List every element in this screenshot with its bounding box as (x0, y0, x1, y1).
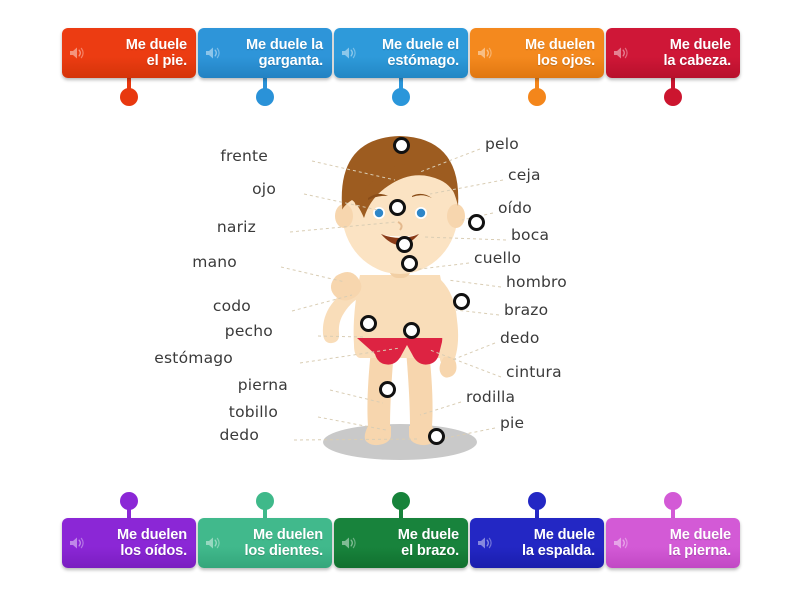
eye-left (374, 208, 384, 218)
pin-stem (671, 78, 675, 96)
speaker-icon (342, 47, 356, 59)
eye-right (416, 208, 426, 218)
pin-head (528, 492, 546, 510)
diagram-label-brazo: brazo (504, 301, 549, 319)
drop-target-cuello[interactable] (400, 254, 418, 272)
chip-me-duele-la-espalda-label: Me duele la espalda. (522, 526, 595, 559)
chip-me-duele-la-pierna[interactable]: Me duele la pierna. (606, 518, 740, 568)
pin-head (120, 492, 138, 510)
chip-me-duele-el-estomago-label: Me duele el estómago. (381, 36, 459, 69)
pin-head (256, 492, 274, 510)
diagram-label-boca: boca (511, 226, 550, 244)
chip-me-duelen-los-ojos[interactable]: Me duelen los ojos. (470, 28, 604, 78)
speaker-icon (70, 47, 84, 59)
leader-lines (280, 148, 507, 441)
drop-target-pecho[interactable] (359, 314, 377, 332)
pin-stem (399, 78, 403, 96)
diagram-label-cintura: cintura (506, 363, 562, 381)
drop-target-oido[interactable] (467, 213, 485, 231)
chip-me-duelen-los-ojos-label: Me duelen los ojos. (524, 36, 595, 69)
pin-stem (127, 78, 131, 96)
diagram-label-hombro: hombro (506, 273, 567, 291)
diagram-label-nariz: nariz (216, 218, 256, 236)
chip-me-duele-el-pie-label: Me duele el pie. (125, 36, 187, 69)
drop-target-hombro[interactable] (452, 292, 470, 310)
diagram-label-pelo: pelo (485, 135, 519, 153)
chip-me-duele-la-garganta[interactable]: Me duele la garganta. (198, 28, 332, 78)
pin-head (392, 88, 410, 106)
diagram-label-ojo: ojo (252, 180, 276, 198)
chip-me-duelen-los-dientes-label: Me duelen los dientes. (244, 526, 324, 559)
speaker-icon (206, 47, 220, 59)
diagram-label-estomago: estómago (154, 349, 233, 367)
right-hand (439, 356, 457, 378)
drop-target-pie[interactable] (427, 427, 445, 445)
body-figure-svg (322, 136, 477, 460)
pin-head (528, 88, 546, 106)
chip-me-duele-la-cabeza[interactable]: Me duele la cabeza. (606, 28, 740, 78)
drop-target-ojo[interactable] (388, 198, 406, 216)
eyebrow-right (412, 193, 432, 198)
chip-me-duele-la-espalda-pin (528, 492, 546, 520)
speaker-icon (614, 47, 628, 59)
diagram-label-dedo-pie: dedo (219, 426, 259, 444)
chip-me-duele-el-brazo[interactable]: Me duele el brazo. (334, 518, 468, 568)
chip-me-duelen-los-oidos[interactable]: Me duelen los oídos. (62, 518, 196, 568)
diagram-label-cuello: cuello (474, 249, 522, 267)
chip-me-duele-la-pierna-pin (664, 492, 682, 520)
chip-me-duelen-los-oidos-pin (120, 492, 138, 520)
pin-stem (263, 78, 267, 96)
diagram-label-pierna: pierna (237, 376, 288, 394)
chip-me-duelen-los-dientes-pin (256, 492, 274, 520)
diagram-label-mano: mano (192, 253, 237, 271)
swim-trunks (357, 338, 443, 365)
chip-me-duelen-los-dientes[interactable]: Me duelen los dientes. (198, 518, 332, 568)
chip-me-duelen-los-oidos-label: Me duelen los oídos. (116, 526, 187, 559)
chip-me-duele-el-brazo-label: Me duele el brazo. (397, 526, 459, 559)
chip-me-duele-el-pie[interactable]: Me duele el pie. (62, 28, 196, 78)
pin-head (256, 88, 274, 106)
chip-me-duele-la-pierna-label: Me duele la pierna. (668, 526, 731, 559)
drop-target-pierna[interactable] (378, 380, 396, 398)
pin-stem (535, 78, 539, 96)
chip-me-duele-el-brazo-pin (392, 492, 410, 520)
diagram-label-dedo-mano: dedo (500, 329, 540, 347)
speaker-icon (478, 47, 492, 59)
chip-me-duele-la-garganta-pin (256, 78, 274, 106)
pin-head (392, 492, 410, 510)
drop-target-estomago[interactable] (402, 321, 420, 339)
chip-me-duele-la-garganta-label: Me duele la garganta. (245, 36, 323, 69)
chip-me-duele-la-cabeza-label: Me duele la cabeza. (663, 36, 732, 69)
chip-me-duele-el-pie-pin (120, 78, 138, 106)
left-fist (330, 271, 362, 301)
chip-me-duelen-los-ojos-pin (528, 78, 546, 106)
speaker-icon (614, 537, 628, 549)
pin-head (664, 492, 682, 510)
diagram-label-rodilla: rodilla (466, 388, 516, 406)
pin-head (664, 88, 682, 106)
chip-me-duele-la-espalda[interactable]: Me duele la espalda. (470, 518, 604, 568)
chip-me-duele-el-estomago[interactable]: Me duele el estómago. (334, 28, 468, 78)
drop-target-pelo[interactable] (392, 136, 410, 154)
diagram-label-codo: codo (212, 297, 251, 315)
speaker-icon (342, 537, 356, 549)
speaker-icon (70, 537, 84, 549)
drop-target-boca[interactable] (395, 235, 413, 253)
nose (397, 221, 403, 231)
diagram-label-tobillo: tobillo (228, 403, 278, 421)
diagram-label-frente: frente (220, 147, 268, 165)
pin-head (120, 88, 138, 106)
chip-me-duele-la-cabeza-pin (664, 78, 682, 106)
chip-me-duele-el-estomago-pin (392, 78, 410, 106)
speaker-icon (206, 537, 220, 549)
diagram-label-oido: oído (498, 199, 532, 217)
diagram-label-pie: pie (500, 414, 525, 432)
diagram-label-pecho: pecho (224, 322, 273, 340)
eyebrow-left (368, 193, 388, 200)
diagram-label-ceja: ceja (508, 166, 541, 184)
speaker-icon (478, 537, 492, 549)
